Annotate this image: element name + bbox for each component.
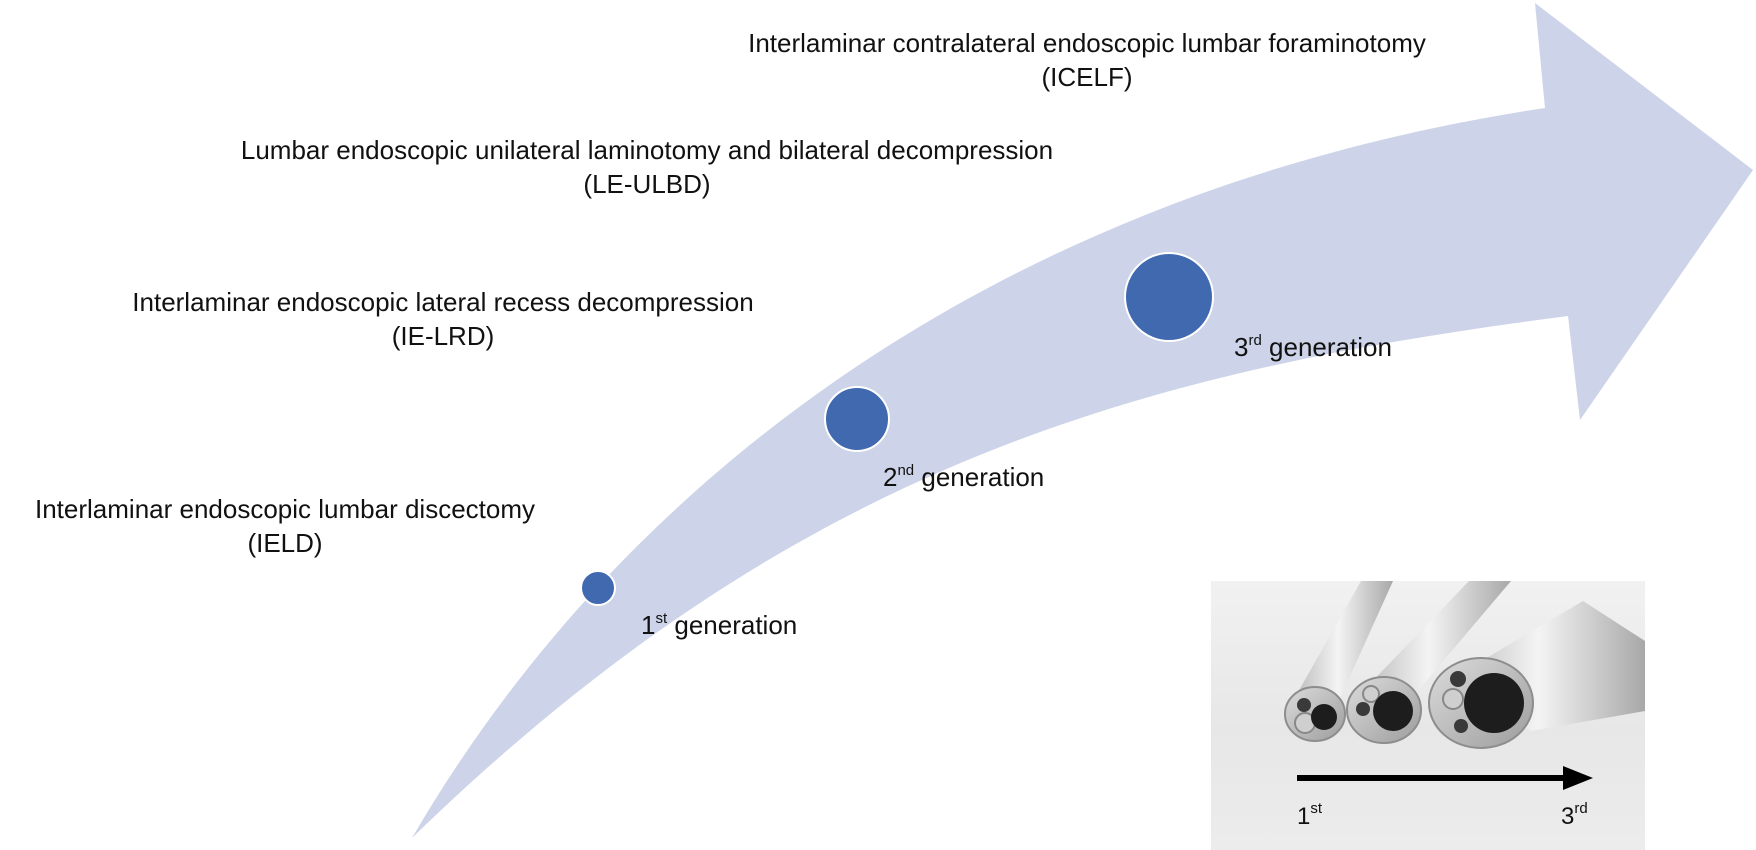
technique-ield: Interlaminar endoscopic lumbar discectom… bbox=[0, 492, 570, 560]
endoscope-tubes-illustration bbox=[1284, 581, 1645, 790]
generation-2-label: 2nd generation bbox=[883, 462, 1044, 492]
technique-ie-lrd-abbr: (IE-LRD) bbox=[391, 321, 495, 351]
tube-2-shaft bbox=[1361, 581, 1511, 699]
technique-le-ulbd: Lumbar endoscopic unilateral laminotomy … bbox=[186, 133, 1108, 201]
generation-3-suffix: rd bbox=[1248, 332, 1262, 349]
generation-1-number: 1 bbox=[641, 610, 656, 640]
technique-icelf: Interlaminar contralateral endoscopic lu… bbox=[702, 26, 1472, 94]
technique-ie-lrd: Interlaminar endoscopic lateral recess d… bbox=[90, 285, 796, 353]
tube-1-shaft bbox=[1293, 581, 1393, 705]
generation-3-dot bbox=[1124, 252, 1214, 342]
photo-label-start-suffix: st bbox=[1310, 800, 1323, 817]
photo-direction-arrow-head bbox=[1563, 766, 1593, 790]
technique-icelf-abbr: (ICELF) bbox=[1041, 62, 1133, 92]
generation-2-word: generation bbox=[921, 462, 1045, 492]
generation-2-number: 2 bbox=[883, 462, 898, 492]
generation-1-label: 1st generation bbox=[641, 610, 797, 640]
generation-2-suffix: nd bbox=[897, 462, 915, 479]
technique-icelf-name: Interlaminar contralateral endoscopic lu… bbox=[748, 28, 1426, 58]
generation-1-suffix: st bbox=[655, 610, 668, 627]
endoscope-photo: 1st 3rd bbox=[1211, 581, 1645, 850]
generation-1-word: generation bbox=[674, 610, 798, 640]
technique-ield-abbr: (IELD) bbox=[247, 528, 323, 558]
technique-ield-name: Interlaminar endoscopic lumbar discectom… bbox=[35, 494, 535, 524]
technique-le-ulbd-name: Lumbar endoscopic unilateral laminotomy … bbox=[240, 135, 1054, 165]
generation-3-label: 3rd generation bbox=[1234, 332, 1392, 362]
photo-label-end-suffix: rd bbox=[1574, 800, 1588, 817]
generation-2-dot bbox=[824, 386, 890, 452]
photo-label-start: 1st bbox=[1297, 800, 1323, 831]
photo-label-start-number: 1 bbox=[1297, 803, 1311, 830]
generation-3-word: generation bbox=[1269, 332, 1392, 362]
generation-1-dot bbox=[580, 570, 616, 606]
technique-le-ulbd-abbr: (LE-ULBD) bbox=[583, 169, 711, 199]
photo-label-end: 3rd bbox=[1561, 800, 1588, 831]
photo-label-end-number: 3 bbox=[1561, 803, 1575, 830]
generation-3-number: 3 bbox=[1234, 332, 1249, 362]
technique-ie-lrd-name: Interlaminar endoscopic lateral recess d… bbox=[132, 287, 754, 317]
arrow-shape bbox=[412, 3, 1753, 838]
